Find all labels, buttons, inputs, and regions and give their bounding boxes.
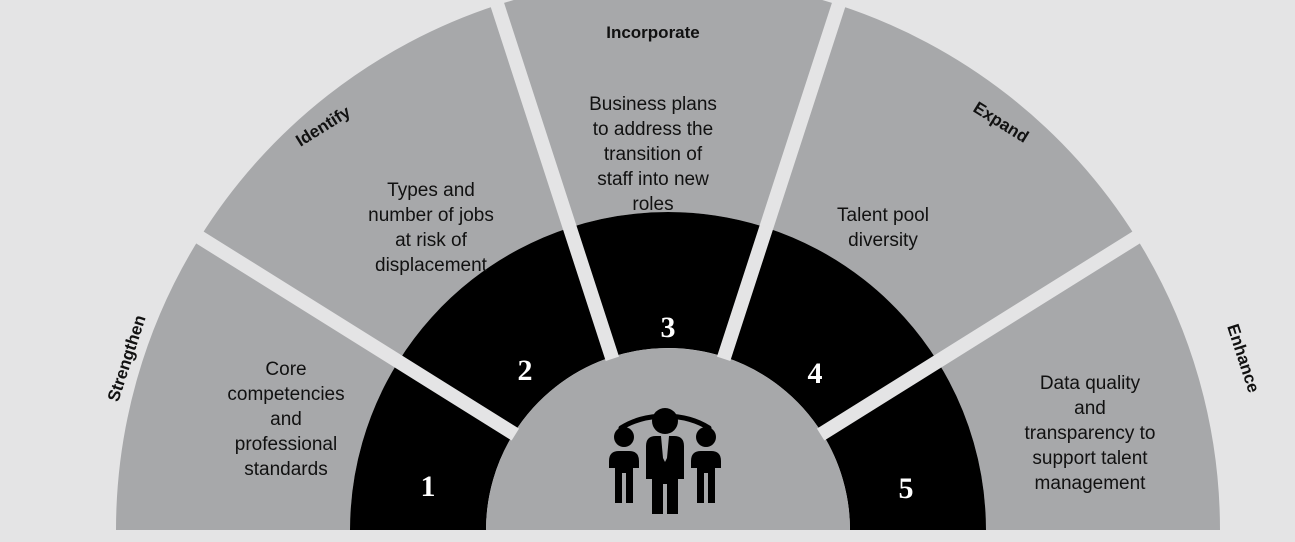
segment-band-3	[569, 212, 767, 357]
person-center	[646, 408, 684, 514]
segment-description-line: displacement	[375, 255, 488, 276]
segment-description-line: Talent pool	[837, 205, 929, 226]
segment-description-line: number of jobs	[368, 205, 494, 226]
segment-outer-4	[766, 5, 1137, 362]
segment-number-4: 4	[808, 357, 823, 390]
segment-description-3: Business plans to address the transition o…	[589, 94, 717, 215]
segment-description-line: and	[270, 409, 302, 430]
segment-description-line: and	[1074, 398, 1106, 419]
segment-description-line: transition of	[604, 144, 703, 165]
segment-description-line: Business plans	[589, 94, 717, 115]
segment-number-5: 5	[899, 472, 914, 505]
segment-number-2: 2	[518, 354, 533, 387]
segment-description-line: transparency to	[1025, 423, 1156, 444]
segment-heading-3: Incorporate	[606, 23, 700, 42]
group-of-people-icon	[609, 408, 721, 514]
segment-divider	[488, 0, 620, 361]
baseline-strip	[0, 530, 1295, 542]
segment-description-line: standards	[244, 459, 327, 480]
segment-divider	[816, 228, 1145, 441]
segment-description-line: Types and	[387, 180, 475, 201]
segment-band-4	[724, 227, 938, 434]
person-right	[691, 427, 721, 503]
segment-description-line: staff into new	[597, 169, 709, 190]
segment-band-1	[350, 361, 514, 530]
segment-description-line: professional	[235, 434, 337, 455]
segment-outer-5	[937, 237, 1220, 531]
segment-number-1: 1	[421, 470, 436, 503]
segment-description-line: at risk of	[395, 230, 468, 251]
segment-description-line: diversity	[848, 230, 918, 251]
segment-number-3: 3	[661, 311, 676, 344]
segment-description-5: Data quality and transparency to support ta…	[1025, 373, 1156, 494]
segment-description-line: competencies	[227, 384, 344, 405]
segment-outer-2	[199, 5, 570, 362]
segment-outer-3	[497, 0, 839, 228]
segment-description-2: Types and number of jobs at risk of displac…	[368, 180, 494, 276]
segment-outer-1	[116, 237, 399, 531]
segment-description-line: Data quality	[1040, 373, 1141, 394]
segment-band-5	[822, 361, 986, 530]
segment-description-1: Core competencies and professional standards	[227, 359, 344, 480]
person-left	[609, 427, 639, 503]
segment-description-line: management	[1035, 473, 1147, 494]
segment-band-2	[398, 227, 612, 434]
segment-description-4: Talent pool diversity	[837, 205, 929, 251]
segment-description-line: Core	[265, 359, 306, 380]
segment-divider	[716, 0, 848, 361]
segment-divider	[191, 228, 520, 441]
segment-description-line: support talent	[1032, 448, 1148, 469]
segment-description-line: roles	[632, 194, 673, 215]
segment-description-line: to address the	[593, 119, 713, 140]
